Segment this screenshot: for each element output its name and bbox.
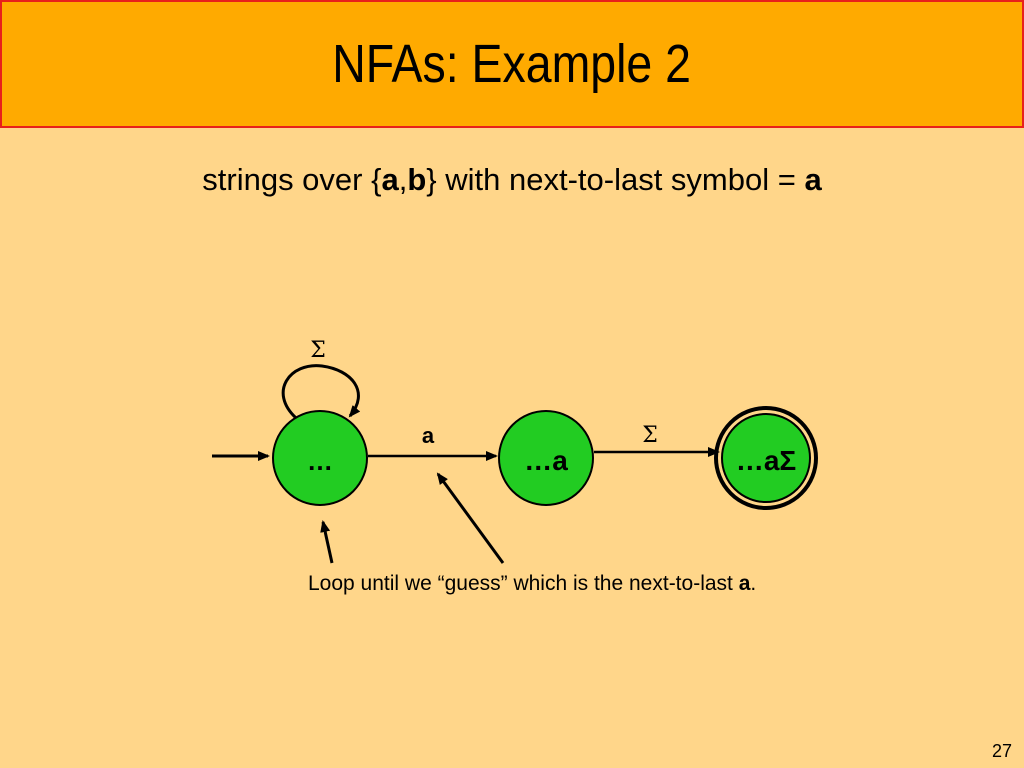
- subtitle-mid: } with next-to-last symbol =: [426, 162, 805, 197]
- transition-q0-q1-label: a: [422, 423, 435, 448]
- title-bar: NFAs: Example 2: [0, 0, 1024, 128]
- page-number: 27: [991, 741, 1012, 761]
- annotation-text: Loop until we “guess” which is the next-…: [308, 572, 739, 595]
- state-q0-label: …: [307, 446, 333, 476]
- state-q1-label: …a: [524, 445, 568, 476]
- pointer-to-transition: [436, 472, 505, 564]
- self-loop-label: Σ: [310, 338, 326, 363]
- pointer-to-q0: [320, 520, 334, 564]
- subtitle-comma: ,: [398, 162, 408, 197]
- subtitle-prefix: strings over {: [202, 162, 382, 197]
- annotation-end: .: [750, 572, 757, 595]
- state-q2: [721, 413, 811, 503]
- slide-title: NFAs: Example 2: [332, 34, 692, 94]
- transition-q1-q2-label: Σ: [642, 423, 658, 448]
- state-q2-outer-ring: [714, 406, 818, 510]
- subtitle-target: a: [804, 162, 822, 197]
- state-q1: [498, 410, 594, 506]
- self-loop-q0: [281, 364, 361, 420]
- subtitle-symbol-b: b: [407, 162, 427, 197]
- slide-subtitle: strings over {a,b} with next-to-last sym…: [0, 162, 1024, 198]
- state-q0: [272, 410, 368, 506]
- annotation-caption: Loop until we “guess” which is the next-…: [308, 572, 756, 596]
- subtitle-symbol-a: a: [381, 162, 399, 197]
- state-q2-label: …aΣ: [736, 445, 796, 476]
- annotation-emphasis: a: [738, 572, 751, 595]
